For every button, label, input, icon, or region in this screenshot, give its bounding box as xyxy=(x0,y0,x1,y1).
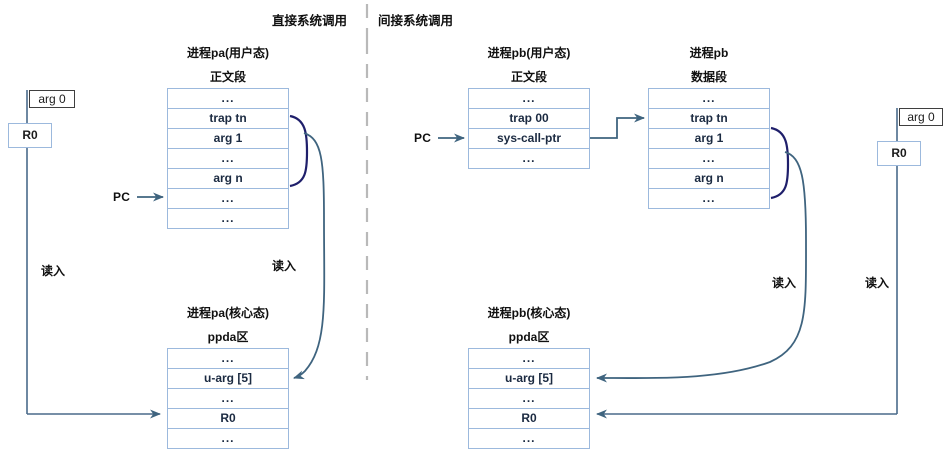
pb-data-cell-row: ... xyxy=(649,149,769,169)
read-label-right-mid: 读入 xyxy=(772,276,797,290)
pb-data-cell-row: ... xyxy=(649,89,769,109)
pb-ppda-cell-row: u-arg [5] xyxy=(469,369,589,389)
pa-ppda-cell-row: R0 xyxy=(168,409,288,429)
caption-pa-kernel: 进程pa(核心态) xyxy=(187,306,269,320)
reg-arg0-right: arg 0 xyxy=(899,108,943,126)
pa-ppda-cell-row: ... xyxy=(221,431,235,445)
seg-title-pb-data: 数据段 xyxy=(690,70,727,84)
table-pa-ppda: ...u-arg [5]...R0... xyxy=(167,348,289,449)
header-indirect-syscall: 间接系统调用 xyxy=(378,14,454,28)
pb-text-cell-row: trap 00 xyxy=(469,109,589,129)
caption-pa-user: 进程pa(用户态) xyxy=(187,46,269,60)
reg-arg0-left: arg 0 xyxy=(29,90,75,108)
seg-title-pa-ppda: ppda区 xyxy=(207,330,249,344)
pb-text-cell-row: ... xyxy=(522,151,536,165)
caption-pb-kernel: 进程pb(核心态) xyxy=(487,306,571,320)
seg-title-pa-text: 正文段 xyxy=(209,70,246,84)
pc-label-left: PC xyxy=(113,190,131,204)
left-args-copy-curve xyxy=(293,132,326,380)
pb-data-cell-row: trap tn xyxy=(649,109,769,129)
pa-text-cell-row: ... xyxy=(168,189,288,209)
pa-ppda-cell-row: u-arg [5] xyxy=(168,369,288,389)
reg-r0-right: R0 xyxy=(877,141,921,166)
pa-ppda-cell-row: ... xyxy=(168,349,288,369)
pa-text-cell-row: ... xyxy=(168,149,288,169)
caption-pb-data: 进程pb xyxy=(689,46,729,60)
pa-text-cell-row: arg n xyxy=(168,169,288,189)
pc-label-right: PC xyxy=(414,131,432,145)
read-label-left-mid: 读入 xyxy=(272,259,297,273)
pb-ppda-cell-row: ... xyxy=(522,431,536,445)
read-label-left: 读入 xyxy=(41,264,66,278)
right-args-copy-curve xyxy=(596,151,807,383)
left-register-stem xyxy=(26,90,161,419)
pa-text-cell-row: trap tn xyxy=(168,109,288,129)
pa-text-cell-row: ... xyxy=(168,89,288,109)
syscall-ptr-link xyxy=(590,113,645,139)
pa-ppda-cell-row: ... xyxy=(168,389,288,409)
pa-text-cell-row: ... xyxy=(221,211,235,225)
pb-ppda-cell-row: R0 xyxy=(469,409,589,429)
right-register-stem xyxy=(596,108,898,419)
pb-data-cell-row: ... xyxy=(702,191,716,205)
left-args-brace xyxy=(289,114,309,188)
read-label-right: 读入 xyxy=(865,276,890,290)
pa-text-cell-row: arg 1 xyxy=(168,129,288,149)
header-direct-syscall: 直接系统调用 xyxy=(272,14,348,28)
seg-title-pb-ppda: ppda区 xyxy=(508,330,550,344)
pb-data-cell-row: arg n xyxy=(649,169,769,189)
right-args-brace xyxy=(770,126,790,200)
pb-ppda-cell-row: ... xyxy=(469,349,589,369)
pb-text-cell-row: sys-call-ptr xyxy=(469,129,589,149)
caption-pb-user: 进程pb(用户态) xyxy=(487,46,571,60)
pb-data-cell-row: arg 1 xyxy=(649,129,769,149)
reg-r0-left: R0 xyxy=(8,123,52,148)
seg-title-pb-text: 正文段 xyxy=(510,70,547,84)
table-pb-ppda: ...u-arg [5]...R0... xyxy=(468,348,590,449)
pb-text-cell-row: ... xyxy=(469,89,589,109)
pb-ppda-cell-row: ... xyxy=(469,389,589,409)
